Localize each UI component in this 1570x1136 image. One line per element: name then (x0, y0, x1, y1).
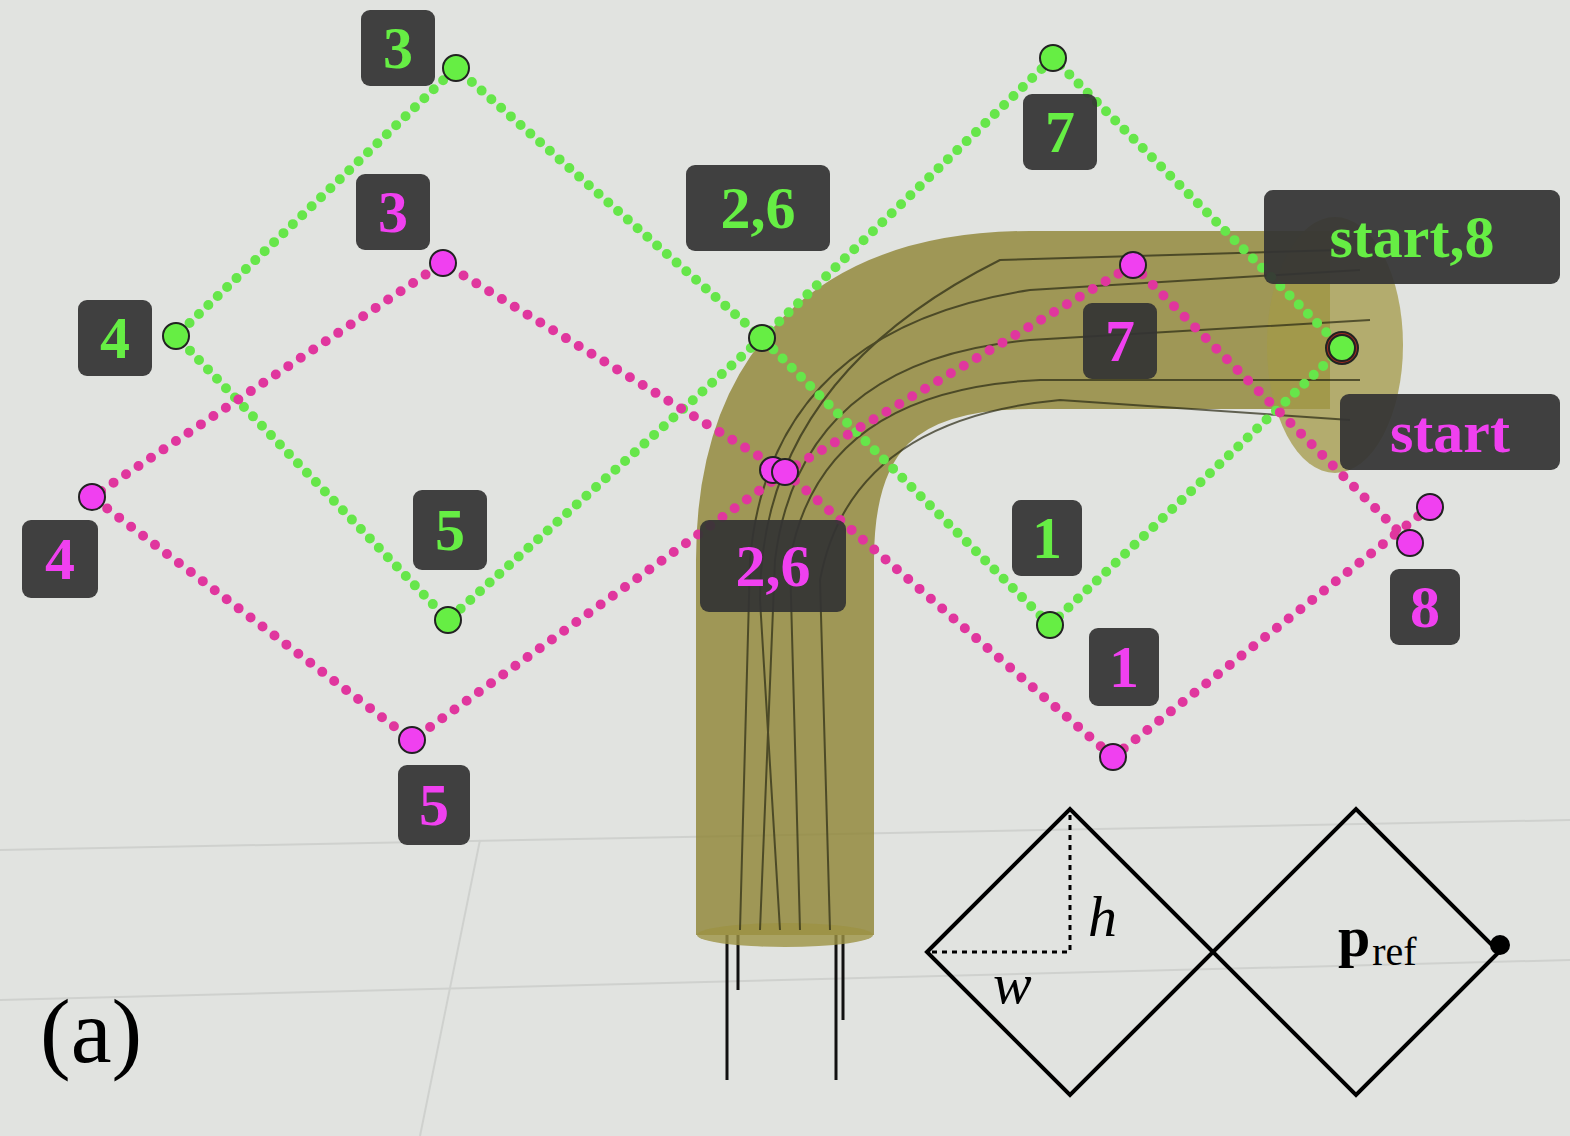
point-label: p (1338, 908, 1370, 966)
callout-number: 5 (435, 500, 465, 560)
callout-badge: 1 (1089, 628, 1159, 706)
waypoints (79, 45, 1443, 770)
callout-badge: 4 (78, 300, 152, 376)
callout-number: 2,6 (721, 178, 796, 238)
callout-badge: start (1340, 394, 1560, 470)
callout-badge: start,8 (1264, 190, 1560, 284)
callout-number: 3 (378, 182, 408, 242)
callout-badge: 4 (22, 520, 98, 598)
panel-label: (a) (40, 985, 142, 1077)
callout-badge: 3 (356, 174, 430, 250)
callout-number: 1 (1032, 508, 1062, 568)
callout-badge: 5 (398, 765, 470, 845)
callout-number: start,8 (1330, 207, 1495, 267)
magenta-trajectory (92, 263, 1430, 757)
soft-robot-tube (697, 217, 1403, 947)
callout-number: 3 (383, 18, 413, 78)
reference-figure (927, 809, 1510, 1095)
callout-number: 7 (1105, 311, 1135, 371)
callout-badge: 7 (1023, 94, 1097, 170)
callout-badge: 2,6 (686, 165, 830, 251)
callout-number: 1 (1109, 637, 1139, 697)
dimension-label: h (1088, 888, 1117, 946)
callout-badge: 3 (361, 10, 435, 86)
subscript-label: ref (1372, 932, 1416, 972)
callout-number: 5 (419, 775, 449, 835)
callout-number: start (1390, 402, 1510, 462)
callout-number: 4 (100, 308, 130, 368)
callout-badge: 7 (1083, 303, 1157, 379)
callout-badge: 1 (1012, 500, 1082, 576)
callout-number: 8 (1410, 577, 1440, 637)
callout-badge: 8 (1390, 569, 1460, 645)
callout-badge: 2,6 (700, 520, 846, 612)
callout-badge: 5 (413, 490, 487, 570)
callout-number: 4 (45, 529, 75, 589)
robot-base-rods (727, 935, 843, 1080)
green-trajectory (176, 58, 1342, 625)
callout-number: 2,6 (736, 536, 811, 596)
dimension-label: w (993, 955, 1032, 1013)
callout-number: 7 (1045, 102, 1075, 162)
